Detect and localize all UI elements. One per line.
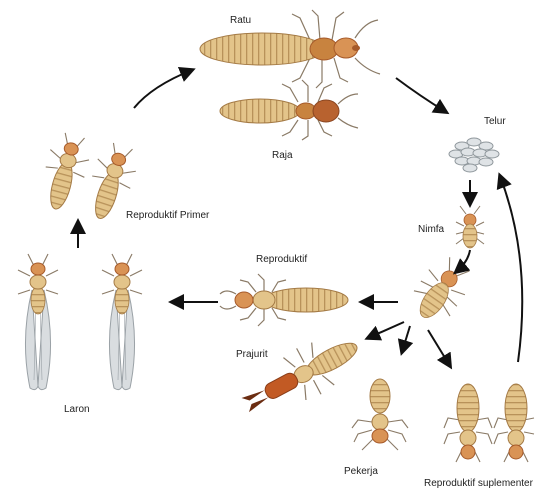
label-prajurit: Prajurit [236, 349, 268, 360]
arrow-icon [368, 322, 404, 338]
arrow-icon [396, 78, 446, 112]
arrow-icon [402, 326, 410, 352]
label-reproduktif: Reproduktif [256, 254, 307, 265]
label-reproduktif-suplementer: Reproduktif suplementer [424, 478, 534, 488]
label-laron: Laron [64, 404, 90, 415]
eggs-icon [449, 138, 499, 172]
king-termite-icon [220, 80, 358, 140]
arrow-icon [134, 70, 192, 108]
arrow-icon [456, 250, 470, 272]
label-pekerja: Pekerja [344, 466, 378, 477]
supplementary-reproductive-termite-icon [444, 384, 492, 462]
primary-reproductive-termite-icon [36, 130, 94, 214]
arrow-icon [500, 176, 522, 362]
label-raja: Raja [272, 150, 293, 161]
worker-termite-icon [352, 379, 408, 450]
label-nimfa: Nimfa [418, 224, 445, 235]
alate-termite-icon [18, 254, 58, 390]
queen-termite-icon [200, 10, 380, 88]
arrow-icon [428, 330, 450, 366]
label-telur: Telur [484, 116, 506, 127]
label-reproduktif-primer: Reproduktif Primer [126, 210, 210, 221]
reproductive-termite-icon [220, 274, 348, 326]
label-ratu: Ratu [230, 15, 251, 26]
nymph-termite-icon [456, 206, 484, 248]
soldier-termite-icon [233, 323, 369, 428]
alate-termite-icon [102, 254, 142, 390]
juvenile-termite-icon [405, 252, 478, 330]
supplementary-reproductive-termite-icon [494, 384, 534, 462]
